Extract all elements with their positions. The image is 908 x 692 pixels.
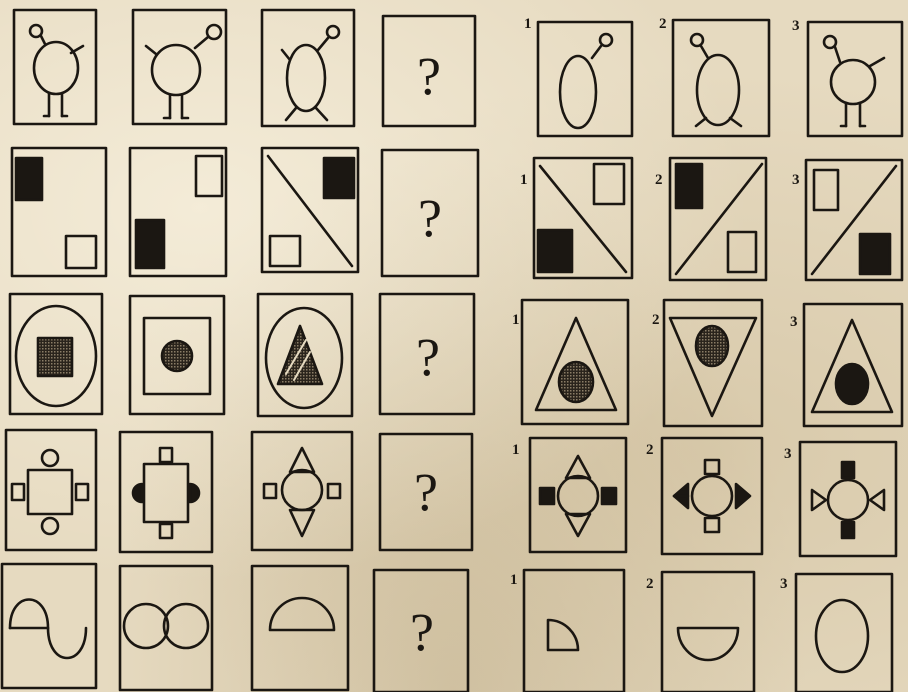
answer-number: 1 bbox=[512, 442, 520, 458]
answer-r5-1[interactable]: 1 bbox=[510, 570, 624, 692]
figure-r4-c1 bbox=[6, 430, 96, 550]
answer-number: 1 bbox=[510, 572, 518, 588]
row-4: ? 1 2 3 bbox=[6, 430, 896, 556]
answer-number: 3 bbox=[780, 576, 788, 592]
figure-r5-c1 bbox=[2, 564, 96, 688]
answer-number: 2 bbox=[655, 172, 663, 188]
figure-r3-c2 bbox=[130, 296, 224, 414]
answer-r3-2[interactable]: 2 bbox=[652, 300, 762, 426]
answer-number: 3 bbox=[784, 446, 792, 462]
row-2: ? 1 2 3 bbox=[12, 148, 902, 280]
figure-r3-c4-question: ? bbox=[380, 294, 474, 414]
answer-r4-3[interactable]: 3 bbox=[784, 442, 896, 556]
row-5: ? 1 2 3 bbox=[2, 564, 892, 692]
figure-r1-c4-question: ? bbox=[383, 16, 475, 126]
figure-r2-c3 bbox=[262, 148, 358, 272]
figure-r2-c4-question: ? bbox=[382, 150, 478, 276]
answer-r5-3[interactable]: 3 bbox=[780, 574, 892, 692]
figure-r5-c4-question: ? bbox=[374, 570, 468, 692]
answer-r1-3[interactable]: 3 bbox=[792, 18, 902, 136]
answer-number: 3 bbox=[792, 172, 800, 188]
answer-r3-1[interactable]: 1 bbox=[512, 300, 628, 424]
answer-number: 2 bbox=[659, 16, 667, 32]
figure-r5-c2 bbox=[120, 566, 212, 690]
answer-r2-2[interactable]: 2 bbox=[655, 158, 766, 280]
question-mark: ? bbox=[414, 462, 438, 522]
figure-r4-c3 bbox=[252, 432, 352, 550]
answer-number: 1 bbox=[512, 312, 520, 328]
figure-r3-c1 bbox=[10, 294, 102, 414]
question-mark: ? bbox=[418, 188, 442, 248]
figure-r1-c2 bbox=[133, 10, 226, 124]
answer-r5-2[interactable]: 2 bbox=[646, 572, 754, 692]
answer-r2-3[interactable]: 3 bbox=[792, 160, 902, 280]
answer-number: 1 bbox=[520, 172, 528, 188]
answer-number: 3 bbox=[790, 314, 798, 330]
answer-r3-3[interactable]: 3 bbox=[790, 304, 902, 426]
answer-r4-2[interactable]: 2 bbox=[646, 438, 762, 554]
answer-number: 2 bbox=[652, 312, 660, 328]
question-mark: ? bbox=[417, 46, 441, 106]
answer-r1-1[interactable]: 1 bbox=[524, 16, 632, 136]
answer-number: 2 bbox=[646, 442, 654, 458]
row-3: ? 1 2 3 bbox=[10, 294, 902, 426]
answer-number: 1 bbox=[524, 16, 532, 32]
figure-r2-c1 bbox=[12, 148, 106, 276]
figure-r4-c4-question: ? bbox=[380, 434, 472, 550]
answer-number: 3 bbox=[792, 18, 800, 34]
answer-r2-1[interactable]: 1 bbox=[520, 158, 632, 278]
figure-r4-c2 bbox=[120, 432, 212, 552]
answer-r1-2[interactable]: 2 bbox=[659, 16, 769, 136]
row-1: ? 1 2 3 bbox=[14, 10, 902, 136]
figure-r3-c3 bbox=[258, 294, 352, 416]
answer-r4-1[interactable]: 1 bbox=[512, 438, 626, 552]
figure-r2-c2 bbox=[130, 148, 226, 276]
figure-r1-c3 bbox=[262, 10, 354, 126]
question-mark: ? bbox=[416, 327, 440, 387]
question-mark: ? bbox=[410, 602, 434, 662]
figure-r1-c1 bbox=[14, 10, 96, 124]
answer-number: 2 bbox=[646, 576, 654, 592]
figure-r5-c3 bbox=[252, 566, 348, 690]
